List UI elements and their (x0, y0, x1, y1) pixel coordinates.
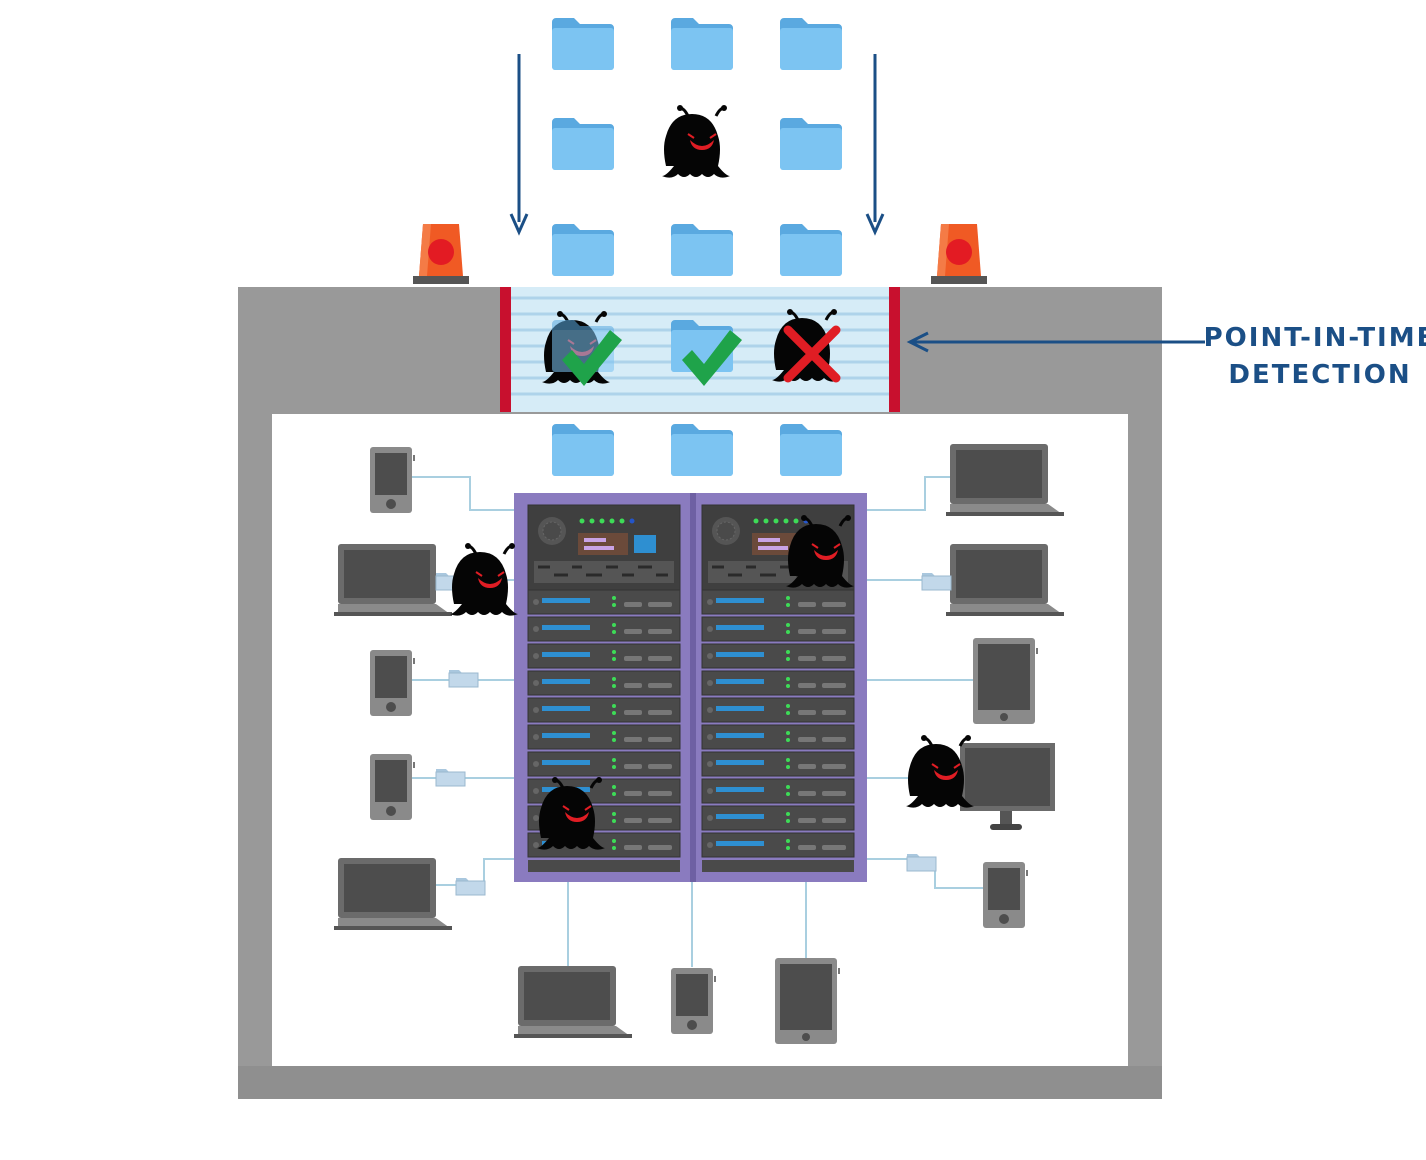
folder-icon (552, 118, 614, 170)
alarm-light-icon (931, 224, 987, 284)
passed-files (552, 424, 842, 476)
laptop-icon (946, 444, 1064, 516)
incoming-arrow-left (509, 54, 529, 236)
folder-icon (671, 424, 733, 476)
folder-icon (780, 224, 842, 276)
monitor-icon (960, 743, 1055, 830)
phone-icon (983, 862, 1028, 928)
folder-icon (671, 224, 733, 276)
gate-post-right (889, 287, 900, 412)
phone-icon (370, 754, 415, 820)
folder-icon (455, 877, 486, 896)
folder-icon (906, 853, 937, 872)
phone-icon (671, 968, 716, 1034)
malware-icon (660, 103, 732, 180)
laptop-icon (946, 544, 1064, 616)
alarm-light-icon (413, 224, 469, 284)
folder-icon (552, 18, 614, 70)
folder-icon (435, 768, 466, 787)
folder-icon (671, 18, 733, 70)
folder-icon (552, 424, 614, 476)
folder-icon (780, 118, 842, 170)
incoming-arrow-right (865, 54, 885, 236)
point-in-time-detection-label: POINT-IN-TIME DETECTION (1200, 320, 1426, 394)
callout-arrow (906, 331, 1205, 353)
folder-icon (780, 424, 842, 476)
folder-icon (780, 18, 842, 70)
folder-icon (921, 572, 952, 591)
folder-icon (448, 669, 479, 688)
phone-icon (370, 650, 415, 716)
gate-post-left (500, 287, 511, 412)
tablet-icon (775, 958, 840, 1044)
callout-line-2: DETECTION (1228, 360, 1412, 390)
tablet-icon (973, 638, 1038, 724)
phone-icon (370, 447, 415, 513)
laptop-icon (334, 544, 452, 616)
laptop-icon (334, 858, 452, 930)
callout-line-1: POINT-IN-TIME (1203, 323, 1426, 353)
folder-icon (552, 224, 614, 276)
laptop-icon (514, 966, 632, 1038)
